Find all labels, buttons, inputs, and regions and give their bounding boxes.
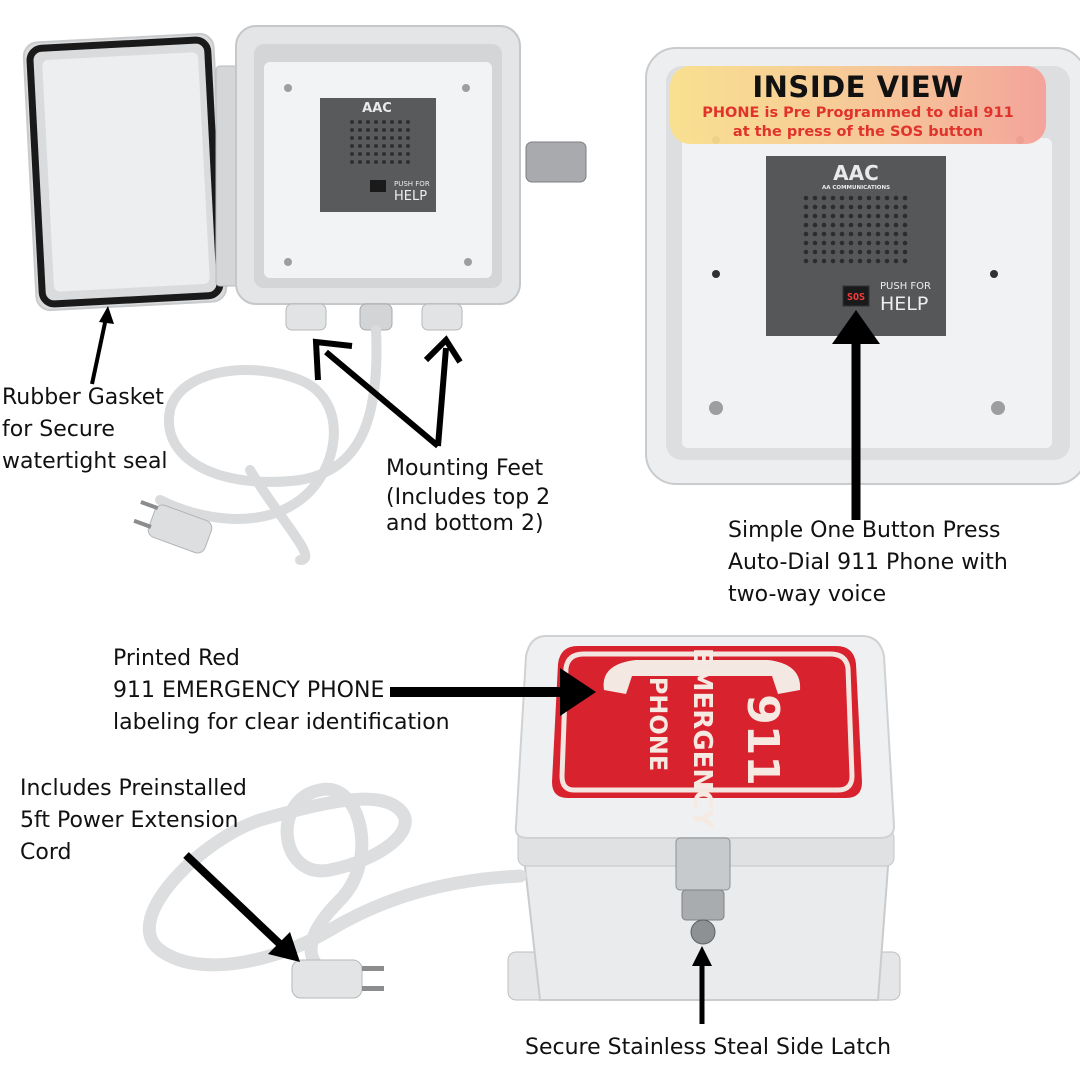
callout-gasket-line3: watertight seal <box>2 449 168 474</box>
lid-911: 911 <box>737 694 788 786</box>
callout-label-line1: Printed Red <box>113 646 240 671</box>
speaker-grille <box>803 195 908 264</box>
plug-top <box>133 500 213 554</box>
mounting-foot-left <box>285 303 327 331</box>
phone-handset-icon <box>603 660 801 694</box>
banner-subtitle-1: PHONE is Pre Programmed to dial 911 <box>702 105 1014 121</box>
power-cord-bottom <box>142 782 527 975</box>
help-small: HELP <box>394 189 427 204</box>
callout-label-line3: labeling for clear identification <box>113 710 450 735</box>
panel-brand-text: AA COMMUNICATIONS <box>822 185 890 191</box>
callout-feet-line3: and bottom 2) <box>386 511 544 536</box>
callout-button-line2: Auto-Dial 911 Phone with <box>728 550 1008 575</box>
callout-gasket: Rubber Gasket for Secure watertight seal <box>2 382 168 478</box>
lid-emergency: EMERGENCY <box>687 648 717 829</box>
phone-panel-large: AAC AA COMMUNICATIONS SOS PUSH FOR HELP <box>766 156 946 336</box>
arrow-feet <box>312 335 463 449</box>
inside-view-banner: INSIDE VIEW PHONE is Pre Programmed to d… <box>670 66 1046 144</box>
phone-panel-small: AAC PUSH FOR HELP <box>320 98 436 212</box>
panel-logo-large: AAC <box>833 161 879 185</box>
help-large: HELP <box>880 293 928 315</box>
callout-power-cord: Includes Preinstalled 5ft Power Extensio… <box>20 773 247 869</box>
arrow-latch <box>692 946 712 1024</box>
callout-gasket-line2: for Secure <box>2 417 115 442</box>
banner-subtitle-2: at the press of the SOS button <box>732 124 984 140</box>
latch-open-box <box>525 141 587 183</box>
callout-printed-label: Printed Red 911 EMERGENCY PHONE labeling… <box>113 643 450 739</box>
arrow-cord <box>183 852 300 962</box>
plug-bottom <box>291 959 384 999</box>
sos-button-label: SOS <box>847 292 865 303</box>
callout-button-line1: Simple One Button Press <box>728 518 1001 543</box>
callout-gasket-line1: Rubber Gasket <box>2 385 164 410</box>
callout-button-line3: two-way voice <box>728 582 887 607</box>
panel-logo-small: AAC <box>362 101 392 116</box>
callout-cord-line3: Cord <box>20 840 72 865</box>
arrow-gasket <box>90 306 114 385</box>
mounting-foot-right <box>421 303 463 331</box>
lid-phone: PHONE <box>644 677 672 772</box>
banner-title: INSIDE VIEW <box>752 70 964 104</box>
callout-one-button: Simple One Button Press Auto-Dial 911 Ph… <box>728 515 1008 611</box>
arrow-label <box>390 668 596 716</box>
callout-feet-line1: Mounting Feet <box>386 456 544 481</box>
push-for-large: PUSH FOR <box>880 281 931 292</box>
callout-latch-line1: Secure Stainless Steal Side Latch <box>525 1035 892 1060</box>
push-for-small: PUSH FOR <box>394 180 430 188</box>
side-latch <box>675 837 731 945</box>
arrow-sos-button <box>832 310 880 520</box>
sos-button[interactable] <box>842 285 870 307</box>
open-lid <box>22 32 228 312</box>
power-cord-top <box>155 325 382 565</box>
emergency-label: 911 EMERGENCY PHONE <box>552 646 862 829</box>
callout-cord-line1: Includes Preinstalled <box>20 776 247 801</box>
callout-mounting-feet: Mounting Feet (Includes top 2 and bottom… <box>386 453 550 537</box>
callout-latch: Secure Stainless Steal Side Latch <box>525 1032 891 1064</box>
callout-label-line2: 911 EMERGENCY PHONE <box>113 678 385 703</box>
callout-feet-line2: (Includes top 2 <box>386 485 551 510</box>
callout-cord-line2: 5ft Power Extension <box>20 808 239 833</box>
